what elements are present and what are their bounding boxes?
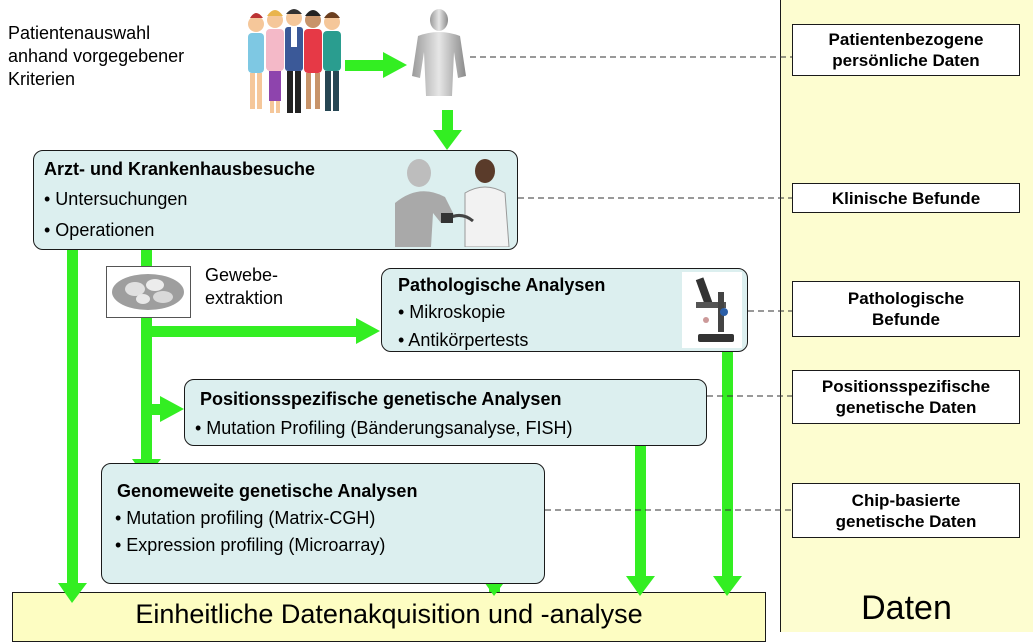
arrow-crowd-to-patient (345, 60, 385, 71)
arrow-trunk (141, 250, 152, 462)
arrow-pathology-to-bottom-head (713, 576, 742, 596)
positional-genetic-box (184, 379, 707, 446)
patient-selection-text: Patientenauswahl anhand vorgegebener Kri… (8, 22, 184, 91)
arrow-patient-to-visits-head (433, 130, 462, 150)
tissue-cells-icon (112, 274, 184, 310)
arrow-to-positional-head (160, 396, 184, 422)
arrow-positional-to-bottom-head (626, 576, 655, 596)
data-box-pathology-line2: Befunde (872, 310, 940, 329)
data-box-clinical: Klinische Befunde (792, 183, 1020, 213)
tissue-extraction-line1: Gewebe- (205, 265, 279, 285)
pathology-analysis-item-1: • Mikroskopie (398, 302, 506, 322)
genome-wide-item-2: • Expression profiling (Microarray) (115, 535, 386, 555)
genome-wide-title: Genomeweite genetische Analysen (117, 481, 418, 501)
arrow-patient-to-visits (442, 110, 453, 132)
data-box-chip-line2: genetische Daten (835, 511, 977, 531)
arrow-to-pathology-head (356, 318, 380, 344)
arrow-crowd-to-patient-head (383, 52, 407, 78)
pathology-analysis-title: Pathologische Analysen (398, 275, 606, 295)
data-box-positional-line1: Positionsspezifische (821, 377, 991, 396)
arrow-left-to-bottom (67, 250, 78, 585)
data-box-clinical-line1: Klinische Befunde (831, 188, 981, 208)
hospital-visits-item-2: • Operationen (44, 220, 155, 240)
tissue-sample-image (106, 266, 191, 318)
data-box-positional: Positionsspezifische genetische Daten (792, 370, 1020, 424)
arrow-to-positional (146, 404, 164, 415)
patient-selection-line2: anhand vorgegebener (8, 46, 185, 66)
genome-wide-item-1: • Mutation profiling (Matrix-CGH) (115, 508, 376, 528)
data-box-personal: Patientenbezogene persönliche Daten (792, 24, 1020, 76)
arrow-left-to-bottom-head (58, 583, 87, 603)
data-box-pathology-line1: Pathologische (847, 289, 965, 308)
positional-genetic-title: Positionsspezifische genetische Analysen (200, 389, 562, 409)
genome-wide-box (101, 463, 545, 584)
hospital-visits-title: Arzt- und Krankenhausbesuche (44, 159, 316, 179)
data-box-personal-line2: persönliche Daten (832, 51, 980, 70)
patient-selection-line1: Patientenauswahl (8, 23, 151, 43)
doctor-examination-icon (395, 159, 510, 247)
tissue-extraction-text: Gewebe- extraktion (205, 264, 283, 310)
patient-figure-icon (412, 9, 466, 96)
tissue-extraction-line2: extraktion (205, 288, 284, 308)
hospital-visits-item-1: • Untersuchungen (44, 189, 188, 209)
unified-data-acquisition-label: Einheitliche Datenakquisition und -analy… (135, 599, 643, 629)
data-box-personal-line1: Patientenbezogene (828, 30, 984, 49)
microscope-icon (682, 272, 742, 348)
data-panel-label: Daten (861, 589, 952, 627)
people-group-icon (248, 9, 341, 113)
data-box-chip-line1: Chip-basierte (851, 490, 961, 510)
pathology-analysis-item-2: • Antikörpertests (398, 330, 529, 350)
data-box-positional-line2: genetische Daten (835, 398, 977, 417)
positional-genetic-item-1: • Mutation Profiling (Bänderungsanalyse,… (195, 418, 573, 438)
arrow-pathology-to-bottom (722, 352, 733, 580)
arrow-to-pathology (146, 326, 358, 337)
arrow-positional-to-bottom (635, 446, 646, 580)
patient-selection-line3: Kriterien (8, 69, 76, 89)
